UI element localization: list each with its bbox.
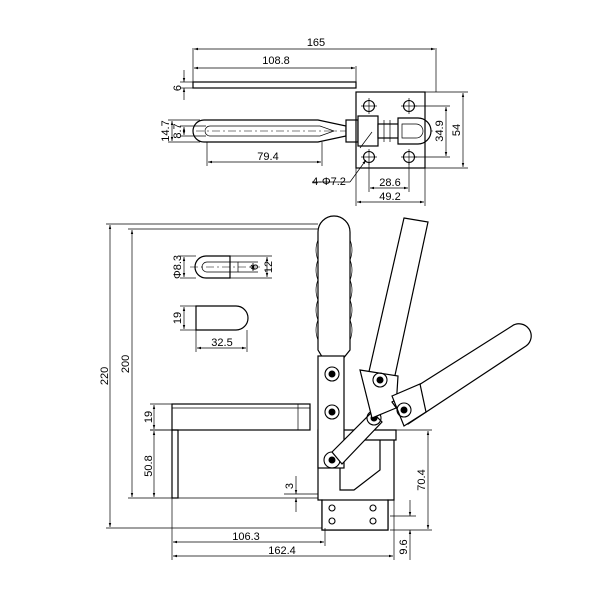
dim-162-4: 162.4 (268, 545, 296, 557)
dim-19: 19 (143, 411, 155, 423)
dim-50-8: 50.8 (143, 455, 155, 476)
dim-hole-dia: Φ8.3 (172, 255, 184, 279)
dim-79-4: 79.4 (257, 151, 278, 163)
dim-6-slot: 6 (249, 264, 261, 270)
dim-14-7: 14.7 (160, 120, 172, 141)
dim-106-3: 106.3 (232, 531, 260, 543)
dim-3: 3 (284, 483, 296, 489)
detail-slot-view: 12 6 Φ8.3 (172, 255, 275, 279)
mounting-hole (401, 149, 417, 165)
dim-4-holes: 4-Φ7.2 (312, 176, 346, 188)
mounting-hole (361, 98, 377, 114)
dim-165: 165 (307, 37, 325, 49)
side-view: 220 200 19 50.8 3 (99, 215, 532, 560)
dim-19-tip: 19 (172, 312, 184, 324)
dim-6: 6 (172, 85, 184, 91)
detail-tip-view: 19 32.5 (172, 305, 249, 352)
dim-34-9: 34.9 (434, 120, 446, 141)
dim-70-4: 70.4 (416, 469, 428, 490)
dim-200: 200 (120, 355, 132, 373)
dim-8-7: 8.7 (172, 123, 184, 138)
dim-32-5: 32.5 (211, 337, 232, 349)
dim-220: 220 (99, 367, 111, 385)
dim-12: 12 (263, 261, 275, 273)
dim-108-8: 108.8 (262, 55, 290, 67)
dim-54: 54 (451, 124, 463, 136)
top-view: 165 108.8 6 14.7 8.7 79.4 (160, 37, 468, 206)
mounting-hole (401, 98, 417, 114)
dim-28-6: 28.6 (379, 177, 400, 189)
dim-9-6: 9.6 (398, 539, 410, 554)
dim-49-2: 49.2 (379, 191, 400, 203)
mounting-hole (361, 149, 377, 165)
